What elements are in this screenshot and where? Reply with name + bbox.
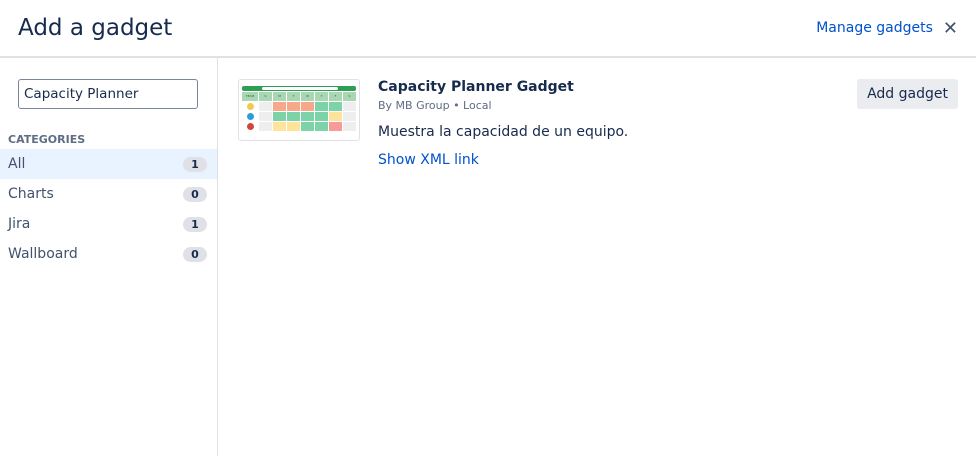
avatar xyxy=(246,123,254,130)
sidebar: CATEGORIES All 1 Charts 0 Jira 1 Wallboard 0 xyxy=(0,58,218,456)
header: Add a gadget Manage gadgets ✕ xyxy=(0,0,976,58)
category-charts[interactable]: Charts 0 xyxy=(0,179,217,209)
search-input[interactable] xyxy=(18,79,198,109)
avatar xyxy=(246,113,254,120)
count-badge: 1 xyxy=(183,156,207,172)
category-label: Wallboard xyxy=(8,246,78,262)
category-all[interactable]: All 1 xyxy=(0,149,217,179)
count-badge: 0 xyxy=(183,186,207,202)
count-badge: 1 xyxy=(183,216,207,232)
thumb-day: S xyxy=(343,92,356,101)
category-label: Charts xyxy=(8,186,54,202)
count-badge: 0 xyxy=(183,246,207,262)
thumb-day: W xyxy=(301,92,314,101)
thumb-day: F xyxy=(329,92,342,101)
avatar xyxy=(246,103,254,110)
categories-heading: CATEGORIES xyxy=(8,133,86,146)
thumb-day: S xyxy=(259,92,272,101)
add-gadget-button[interactable]: Add gadget xyxy=(857,79,958,109)
category-label: Jira xyxy=(8,216,31,232)
close-icon[interactable]: ✕ xyxy=(942,17,958,39)
category-wallboard[interactable]: Wallboard 0 xyxy=(0,239,217,269)
show-xml-link[interactable]: Show XML link xyxy=(378,152,479,168)
manage-gadgets-link[interactable]: Manage gadgets xyxy=(816,20,933,36)
category-jira[interactable]: Jira 1 xyxy=(0,209,217,239)
page-title: Add a gadget xyxy=(18,15,173,41)
gadget-name: Capacity Planner Gadget xyxy=(378,79,574,95)
gadget-description: Muestra la capacidad de un equipo. xyxy=(378,124,629,140)
thumb-day: T xyxy=(287,92,300,101)
thumb-team: TEAM xyxy=(242,92,258,101)
gadget-thumbnail: TEAM S M T W T F S xyxy=(238,79,360,141)
thumb-day: T xyxy=(315,92,328,101)
gadget-meta: By MB Group • Local xyxy=(378,99,492,112)
thumb-day: M xyxy=(273,92,286,101)
category-label: All xyxy=(8,156,26,172)
